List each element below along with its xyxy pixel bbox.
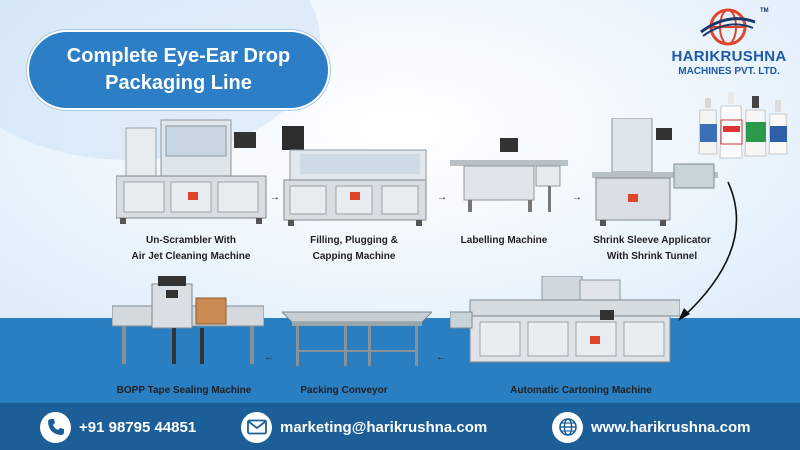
brand-subtitle: MACHINES PVT. LTD.: [678, 66, 780, 77]
banner-title-line1: Complete Eye-Ear Drop: [66, 45, 291, 67]
caption-unscrambler: Un-Scrambler With Air Jet Cleaning Machi…: [116, 233, 266, 265]
caption-filling-line2: Capping Machine: [312, 251, 396, 262]
bopp-tape-sealing-machine-image: [112, 276, 264, 364]
flow-arrow-4: ←: [436, 352, 446, 363]
shrink-sleeve-machine-image: [592, 118, 718, 226]
bottle-2: [719, 92, 743, 159]
flow-arrow-3: →: [572, 192, 582, 203]
globe-icon: [552, 411, 583, 443]
caption-shrink-line2: With Shrink Tunnel: [606, 251, 698, 262]
banner-title-line2: Packaging Line: [105, 72, 252, 94]
caption-unscrambler-line1: Un-Scrambler With: [146, 235, 236, 246]
caption-shrink: Shrink Sleeve Applicator With Shrink Tun…: [576, 233, 728, 265]
caption-unscrambler-line2: Air Jet Cleaning Machine: [131, 251, 251, 262]
trademark: TM: [760, 8, 769, 14]
contact-phone[interactable]: +91 98795 44851: [40, 411, 196, 443]
contact-email[interactable]: marketing@harikrushna.com: [241, 411, 487, 443]
caption-cartoning-line1: Automatic Cartoning Machine: [510, 385, 652, 396]
brand-logo: TM HARIKRUSHNA MACHINES PVT. LTD.: [664, 8, 794, 80]
flow-arrow-5: ←: [264, 352, 274, 363]
cartoning-machine-image: [450, 276, 680, 363]
caption-filling-line1: Filling, Plugging &: [310, 235, 398, 246]
caption-bopp: BOPP Tape Sealing Machine: [100, 383, 268, 399]
filling-machine-image: [282, 126, 427, 226]
flow-arrow-curve: [678, 181, 738, 321]
contact-strip: [0, 403, 800, 450]
mail-icon: [241, 411, 272, 443]
brand-name: HARIKRUSHNA: [671, 48, 787, 65]
caption-conveyor-line1: Packing Conveyor: [300, 385, 388, 396]
packing-conveyor-image: [282, 311, 432, 366]
phone-icon: [40, 411, 71, 443]
website-url: www.harikrushna.com: [591, 418, 751, 436]
bottle-1: [698, 98, 718, 155]
caption-labelling: Labelling Machine: [450, 233, 558, 249]
flow-arrow-1: →: [270, 192, 280, 203]
caption-filling: Filling, Plugging & Capping Machine: [294, 233, 414, 265]
phone-number: +91 98795 44851: [79, 418, 197, 436]
caption-bopp-line1: BOPP Tape Sealing Machine: [116, 385, 252, 396]
email-address: marketing@harikrushna.com: [280, 418, 488, 436]
caption-shrink-line1: Shrink Sleeve Applicator: [593, 235, 711, 246]
eye-drop-bottles-image: [698, 92, 788, 159]
banner-title: Complete Eye-Ear Drop Packaging Line: [27, 30, 330, 110]
caption-cartoning: Automatic Cartoning Machine: [496, 383, 666, 399]
contact-website[interactable]: www.harikrushna.com: [552, 411, 751, 443]
unscrambler-machine-image: [116, 119, 267, 224]
globe-logo-icon: [700, 8, 756, 46]
bottle-4: [768, 100, 788, 155]
bottle-3: [744, 96, 767, 157]
labelling-machine-image: [450, 138, 568, 212]
flow-arrow-2: →: [437, 192, 447, 203]
caption-labelling-line1: Labelling Machine: [460, 235, 548, 246]
caption-conveyor: Packing Conveyor: [292, 383, 396, 399]
